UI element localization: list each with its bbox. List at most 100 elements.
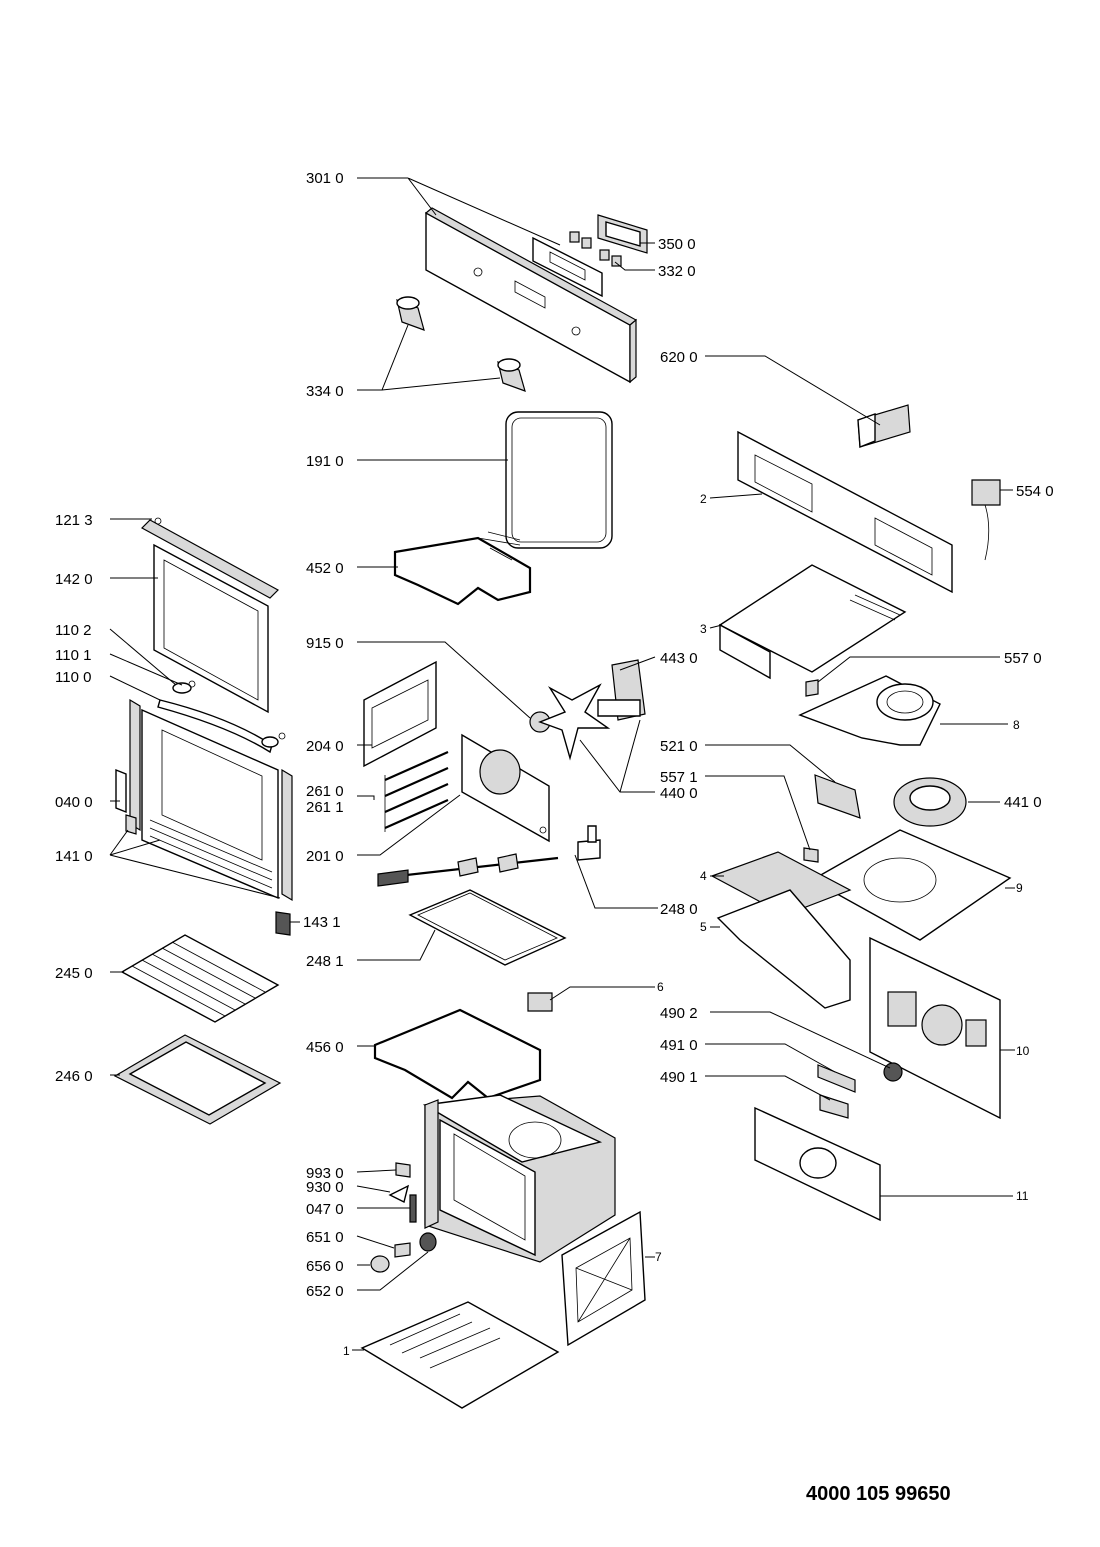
label-6: 6	[657, 980, 664, 994]
oven-cavity	[422, 1094, 616, 1263]
door-outer-glass-142	[153, 543, 269, 714]
label-334-0: 334 0	[306, 383, 344, 400]
label-047-0: 047 0	[306, 1201, 344, 1218]
label-11: 11	[1016, 1189, 1029, 1203]
connector-491	[817, 1064, 856, 1093]
top-panel-2	[737, 430, 953, 594]
leader-lines	[109, 177, 1015, 1351]
label-246-0: 246 0	[55, 1068, 93, 1085]
label-993-0: 993 0	[306, 1165, 344, 1182]
door-hinge-left-040	[115, 698, 141, 832]
terminal-block-521	[814, 774, 861, 819]
door-handle-parts-110	[157, 680, 286, 754]
label-1: 1	[343, 1344, 350, 1358]
label-930-0: 930 0	[306, 1179, 344, 1196]
label-040-0: 040 0	[55, 794, 93, 811]
label-456-0: 456 0	[306, 1039, 344, 1056]
label-332-0: 332 0	[658, 263, 696, 280]
duct-5	[716, 889, 851, 1009]
label-143-1: 143 1	[303, 914, 341, 931]
label-261-0: 261 0	[306, 783, 344, 800]
label-201-0: 201 0	[306, 848, 344, 865]
label-248-1: 248 1	[306, 953, 344, 970]
display-module-350	[597, 214, 648, 254]
lower-element-456	[373, 1008, 542, 1100]
fan-blade-915	[529, 683, 611, 761]
label-110-1: 110 1	[55, 647, 91, 664]
document-number: 4000 105 99650	[806, 1483, 951, 1505]
fan-housing-8	[798, 675, 941, 746]
shelf-runners-261	[384, 750, 449, 832]
knobs-334	[396, 296, 526, 392]
label-521-0: 521 0	[660, 738, 698, 755]
thermostat-554	[971, 479, 1001, 561]
label-350-0: 350 0	[658, 236, 696, 253]
bracket-6	[527, 992, 553, 1012]
base-plate-1	[360, 1301, 560, 1409]
sensor-557	[805, 679, 819, 697]
label-10: 10	[1016, 1044, 1030, 1058]
label-3: 3	[700, 622, 707, 636]
control-bracket	[532, 236, 603, 298]
label-7: 7	[655, 1250, 662, 1264]
label-9: 9	[1016, 881, 1023, 895]
small-parts	[370, 1162, 437, 1273]
label-557-0: 557 0	[1004, 650, 1042, 667]
side-runner-204	[363, 660, 437, 768]
label-204-0: 204 0	[306, 738, 344, 755]
label-261-1: 261 1	[306, 799, 344, 816]
relay-620	[857, 404, 911, 449]
label-301-0: 301 0	[306, 170, 344, 187]
fan-motor-441	[893, 777, 967, 827]
control-panel-301	[424, 207, 638, 384]
baking-tray-246	[113, 1034, 282, 1125]
door-gasket-191	[505, 411, 613, 549]
label-440-0: 440 0	[660, 785, 698, 802]
control-board-11	[754, 1106, 881, 1222]
door-parts-141	[125, 814, 137, 835]
rear-plate-9	[810, 829, 1012, 941]
rotisserie-frame-248-1	[408, 889, 567, 966]
label-245-0: 245 0	[55, 965, 93, 982]
label-651-0: 651 0	[306, 1229, 344, 1246]
wire-shelf-245	[120, 934, 280, 1023]
label-443-0: 443 0	[660, 650, 698, 667]
label-5: 5	[700, 920, 707, 934]
sensor-557-1	[803, 847, 819, 863]
label-141-0: 141 0	[55, 848, 93, 865]
label-490-2: 490 2	[660, 1005, 698, 1022]
insulation-3	[718, 564, 907, 680]
grill-element-452	[393, 531, 532, 606]
label-490-1: 490 1	[660, 1069, 698, 1086]
label-656-0: 656 0	[306, 1258, 344, 1275]
push-buttons-332	[569, 231, 622, 267]
label-248-0: 248 0	[660, 901, 698, 918]
rear-panel-201	[461, 733, 550, 843]
door-clip-143	[275, 911, 291, 936]
knob-490-2	[883, 1062, 903, 1082]
label-142-0: 142 0	[55, 571, 93, 588]
back-panel-7	[561, 1210, 646, 1347]
label-652-0: 652 0	[306, 1283, 344, 1300]
label-121-3: 121 3	[55, 512, 93, 529]
label-110-0: 110 0	[55, 669, 91, 686]
label-441-0: 441 0	[1004, 794, 1042, 811]
door-hinge-right	[281, 768, 293, 902]
rotisserie-248	[377, 825, 601, 887]
label-452-0: 452 0	[306, 560, 344, 577]
label-620-0: 620 0	[660, 349, 698, 366]
fan-motor-443	[597, 659, 646, 721]
label-191-0: 191 0	[306, 453, 344, 470]
label-4: 4	[700, 869, 707, 883]
door-top-trim-121	[141, 517, 279, 599]
label-8: 8	[1013, 718, 1020, 732]
label-491-0: 491 0	[660, 1037, 698, 1054]
back-cover-10	[869, 936, 1001, 1120]
part-number-labels: 301 0 350 0 332 0 334 0 620 0 191 0 2 55…	[55, 170, 1054, 1358]
label-554-0: 554 0	[1016, 483, 1054, 500]
bracket-490-1	[819, 1094, 849, 1119]
label-915-0: 915 0	[306, 635, 344, 652]
label-2: 2	[700, 492, 707, 506]
label-557-1: 557 1	[660, 769, 698, 786]
